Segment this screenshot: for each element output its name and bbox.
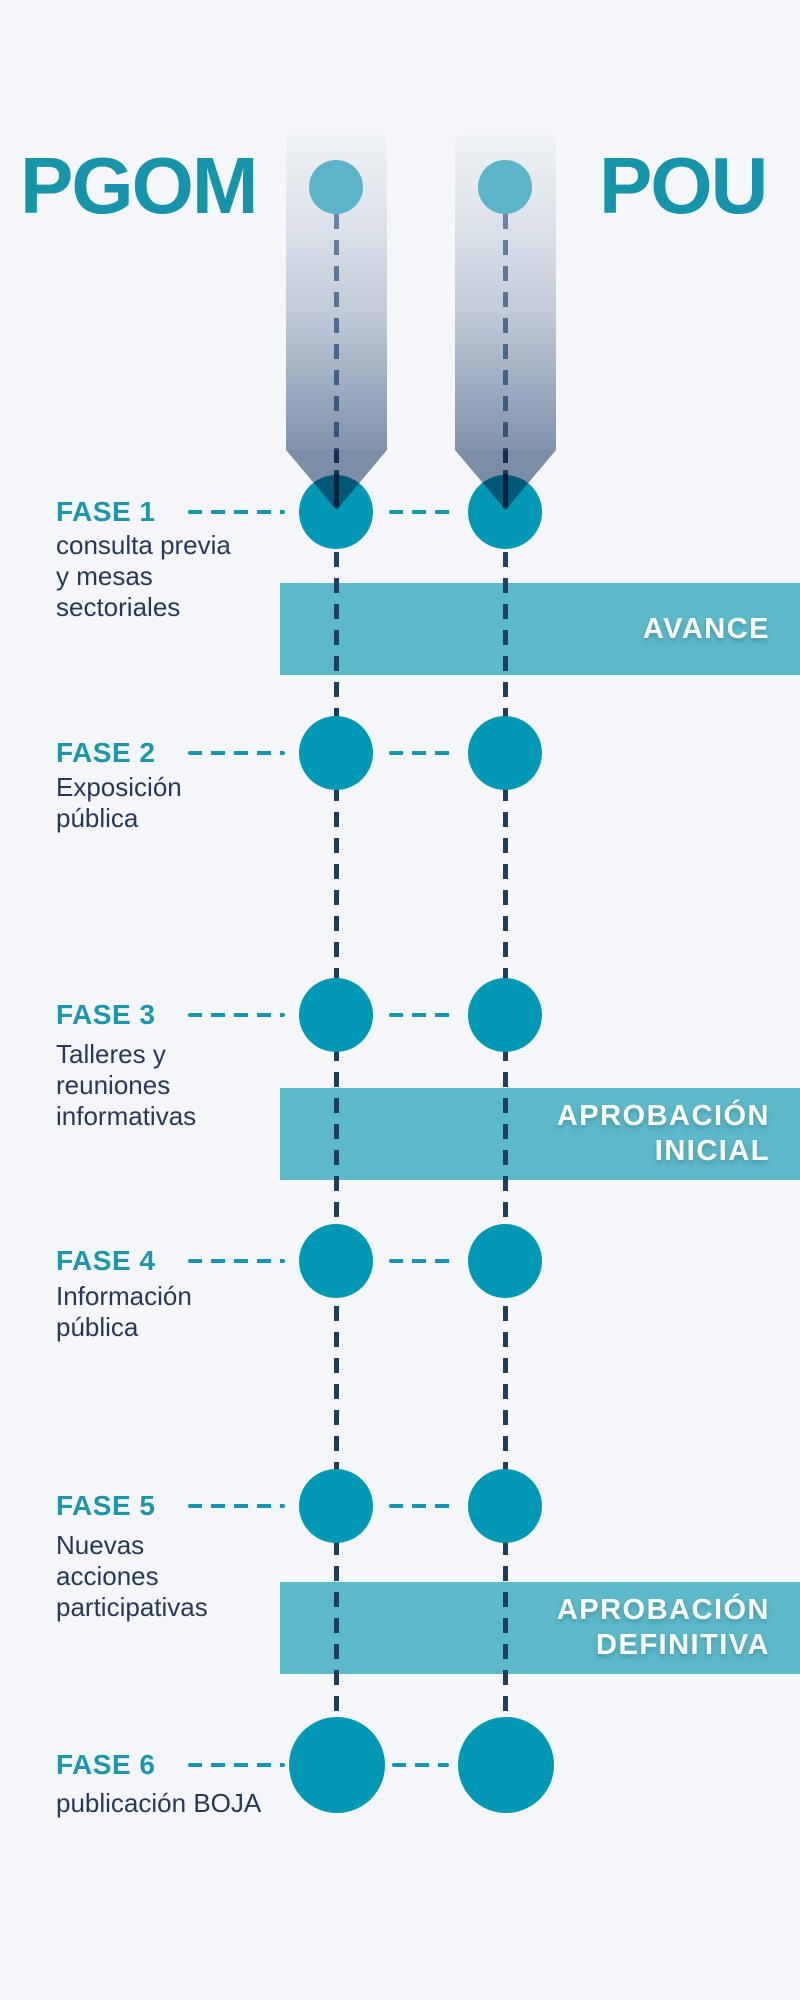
- dash-mid-fase3: [389, 1013, 453, 1017]
- node-pou-fase2: [468, 716, 542, 790]
- phase-desc-fase1: consulta previa y mesas sectoriales: [56, 530, 231, 622]
- milestone-label-aprobacion-inicial: APROBACIÓN INICIAL: [556, 1100, 770, 1167]
- phase-desc-fase6: publicación BOJA: [56, 1788, 262, 1818]
- dash-label-fase6: [188, 1763, 285, 1767]
- dash-label-fase5: [188, 1504, 285, 1508]
- milestone-band-aprobacion-inicial: APROBACIÓN INICIAL: [280, 1088, 800, 1180]
- dash-mid-fase2: [389, 751, 453, 755]
- start-dot-pgom: [309, 160, 363, 214]
- dash-mid-fase1: [389, 510, 453, 514]
- node-pou-fase3: [468, 978, 542, 1052]
- node-pgom-fase6: [289, 1717, 385, 1813]
- phase-desc-fase2: Exposición pública: [56, 772, 182, 833]
- phase-label-fase6: FASE 6: [56, 1749, 156, 1780]
- phase-label-fase1: FASE 1: [56, 496, 156, 527]
- arrow-dash-pou: [503, 470, 508, 508]
- milestone-label-avance: AVANCE: [642, 612, 770, 645]
- phase-label-fase4: FASE 4: [56, 1245, 156, 1276]
- phase-label-fase2: FASE 2: [56, 737, 156, 768]
- milestone-label-aprobacion-definitiva: APROBACIÓN DEFINITIVA: [556, 1594, 770, 1661]
- node-pgom-fase4: [299, 1224, 373, 1298]
- node-pgom-fase2: [299, 716, 373, 790]
- dash-label-fase2: [188, 751, 285, 755]
- timeline-dashed-line-pgom: [334, 214, 339, 1715]
- dash-mid-fase5: [389, 1504, 453, 1508]
- milestone-band-avance: AVANCE: [280, 583, 800, 675]
- phase-desc-fase4: Información pública: [56, 1281, 192, 1342]
- dash-label-fase4: [188, 1259, 285, 1263]
- node-pou-fase6: [458, 1717, 554, 1813]
- dash-label-fase1: [188, 510, 285, 514]
- phase-desc-fase3: Talleres y reuniones informativas: [56, 1039, 197, 1131]
- dash-label-fase3: [188, 1013, 285, 1017]
- timeline-dashed-line-pou: [503, 214, 508, 1715]
- node-pgom-fase3: [299, 978, 373, 1052]
- start-dot-pou: [478, 160, 532, 214]
- page-title-pgom: PGOM: [20, 141, 258, 230]
- node-pgom-fase5: [299, 1469, 373, 1543]
- phase-desc-fase5: Nuevas acciones participativas: [56, 1530, 208, 1622]
- phase-label-fase5: FASE 5: [56, 1490, 156, 1521]
- milestone-band-aprobacion-definitiva: APROBACIÓN DEFINITIVA: [280, 1582, 800, 1674]
- arrow-dash-pgom: [334, 470, 339, 508]
- dash-mid-fase4: [389, 1259, 453, 1263]
- dash-mid-fase6: [392, 1763, 449, 1767]
- phase-label-fase3: FASE 3: [56, 999, 156, 1030]
- node-pou-fase5: [468, 1469, 542, 1543]
- page-title-pou: POU: [599, 141, 768, 230]
- node-pou-fase4: [468, 1224, 542, 1298]
